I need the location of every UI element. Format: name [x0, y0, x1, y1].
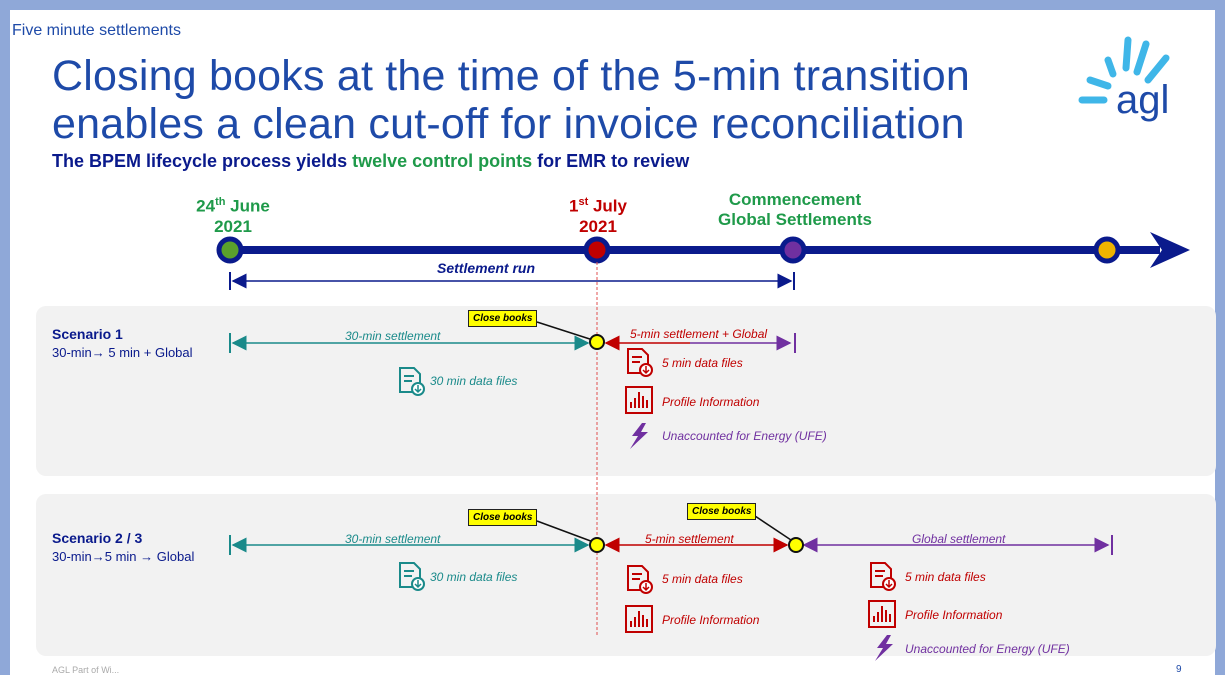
s1-ufe-label: Unaccounted for Energy (UFE) [662, 429, 827, 443]
page-title: Closing books at the time of the 5-min t… [52, 52, 970, 148]
s23-global-label: Global settlement [912, 532, 1006, 546]
s23-5min-files-label-b: 5 min data files [905, 570, 986, 584]
title-line-2: enables a clean cut-off for invoice reco… [52, 100, 965, 148]
milestone-future [1093, 236, 1121, 264]
footer-text: AGL Part of Wi... [52, 665, 120, 675]
agl-logo-text: agl [1116, 78, 1170, 122]
s1-30min-label: 30-min settlement [345, 329, 441, 343]
s1-ufe-lightning-icon [630, 423, 648, 449]
milestone-global [779, 236, 807, 264]
date-1-july: 1st July 2021 [569, 196, 627, 236]
s23-profile-label-a: Profile Information [662, 613, 760, 627]
s1-close-point [589, 334, 605, 350]
s23-profile-label-b: Profile Information [905, 608, 1003, 622]
s23-5min-label: 5-min settlement [645, 532, 734, 546]
s23-close-point-2 [788, 537, 804, 553]
settlement-run-label: Settlement run [437, 260, 536, 276]
slide-frame-right [1215, 0, 1225, 675]
s1-close-books-pointer [536, 321, 597, 342]
agl-logo [1078, 36, 1170, 104]
s1-30min-files-label: 30 min data files [430, 374, 518, 388]
milestone-1-july [583, 236, 611, 264]
s1-5min-label: 5-min settlement + Global [630, 327, 768, 341]
s23-profile-chart-icon-a [625, 605, 653, 633]
s23-close-books-pointer-2 [754, 515, 795, 543]
s23-30min-files-label: 30 min data files [430, 570, 518, 584]
s23-ufe-label: Unaccounted for Energy (UFE) [905, 642, 1070, 656]
timeline-arrowhead [1150, 232, 1190, 268]
scenario-23-title: Scenario 2 / 3 [52, 530, 143, 546]
s23-close-point-1 [589, 537, 605, 553]
milestone-24-june [216, 236, 244, 264]
page-number: 9 [1176, 664, 1182, 675]
scenario-23-subtitle: 30-min→5 min → Global [52, 549, 195, 564]
subtitle-highlight: twelve control points [352, 151, 533, 171]
s23-close-books-label-2: Close books [687, 503, 757, 520]
s23-5min-file-icon-b [870, 562, 896, 591]
s23-5min-file-icon-a [627, 565, 653, 594]
slide-frame-left [0, 0, 10, 675]
date-24-june: 24th June 2021 [196, 196, 270, 236]
section-label: Five minute settlements [12, 22, 181, 39]
s1-5min-files-label: 5 min data files [662, 356, 743, 370]
s23-30min-file-icon [399, 562, 425, 591]
s23-close-books-label-1: Close books [468, 509, 538, 526]
s23-5min-files-label-a: 5 min data files [662, 572, 743, 586]
s23-profile-chart-icon-b [868, 600, 896, 628]
scenario-1-subtitle: 30-min→ 5 min + Global [52, 345, 193, 360]
s1-close-books-label: Close books [468, 310, 538, 327]
subtitle-post: for EMR to review [532, 151, 690, 171]
scenario-1-title: Scenario 1 [52, 326, 123, 342]
s23-ufe-lightning-icon [875, 635, 893, 661]
date-commencement-global: Commencement Global Settlements [718, 190, 872, 229]
s23-close-books-pointer-1 [536, 520, 597, 544]
page-subtitle: The BPEM lifecycle process yields twelve… [52, 151, 689, 172]
subtitle-pre: The BPEM lifecycle process yields [52, 151, 353, 171]
s1-30min-file-icon [399, 367, 425, 396]
title-line-1: Closing books at the time of the 5-min t… [52, 52, 971, 100]
slide-frame-top [0, 0, 1225, 10]
s1-profile-label: Profile Information [662, 395, 760, 409]
s1-profile-chart-icon [625, 386, 653, 414]
s1-5min-file-icon [627, 348, 653, 377]
s23-30min-label: 30-min settlement [345, 532, 441, 546]
